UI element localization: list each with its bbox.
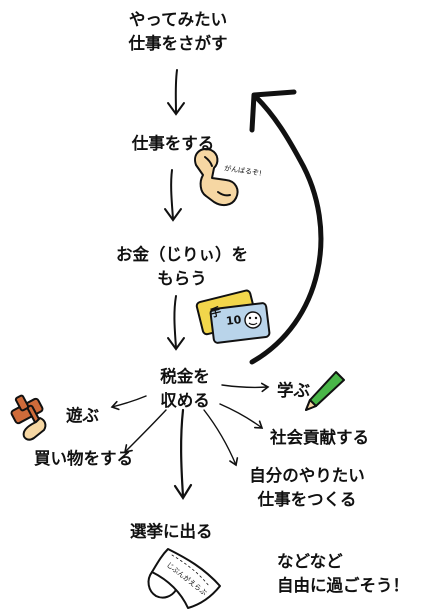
node-shopping: 買い物をする — [34, 449, 133, 468]
arrow-to-election — [173, 408, 193, 501]
gavel-icon — [10, 394, 47, 441]
arrow-find-to-work — [174, 69, 178, 114]
node-tax: 税金を 収める — [160, 365, 210, 413]
money-bills-icon — [195, 289, 271, 344]
node-own-job-line1: 自分のやりたい — [249, 466, 365, 485]
scroll-icon — [147, 548, 221, 609]
node-social: 社会貢献する — [270, 428, 369, 447]
node-play: 遊ぶ — [66, 406, 99, 425]
node-own-job-line2: 仕事をつくる — [257, 490, 357, 509]
arrow-earn-to-tax-head — [167, 337, 185, 351]
node-free: などなど 自由に過ごそう！ — [277, 550, 409, 598]
node-earn-line2: もらう — [157, 269, 207, 288]
node-learn: 学ぶ — [277, 381, 310, 400]
pencil-icon — [305, 371, 345, 411]
arrow-work-to-earn-head — [164, 208, 182, 222]
node-tax-line1: 税金を — [160, 367, 210, 386]
node-earn-line1: お金（じりぃ）を — [116, 245, 248, 264]
bill-right-text: 10 — [225, 313, 243, 328]
arrow-to-shopping — [123, 409, 167, 454]
arrow-earn-to-tax — [173, 295, 177, 349]
node-election: 選挙に出る — [130, 522, 213, 541]
arrow-to-social — [219, 403, 264, 429]
node-find-job: やってみたい 仕事をさがす — [129, 8, 228, 56]
arrow-to-own-job — [203, 409, 239, 467]
branch-arrows — [110, 382, 270, 467]
node-find-job-line1: やってみたい — [128, 10, 228, 29]
flow-arrows — [164, 69, 185, 351]
return-arrow — [249, 89, 324, 365]
node-find-job-line2: 仕事をさがす — [128, 34, 228, 53]
node-work: 仕事をする — [131, 134, 215, 153]
arrow-to-play — [110, 395, 147, 411]
arrow-find-to-work-head — [167, 102, 185, 116]
node-free-line2: 自由に過ごそう！ — [277, 576, 409, 595]
node-own-job: 自分のやりたい 仕事をつくる — [249, 464, 365, 512]
node-tax-line2: 収める — [160, 391, 210, 410]
flex-arm-icon — [194, 148, 239, 207]
node-free-line1: などなど — [277, 552, 343, 571]
arrow-work-to-earn — [170, 169, 174, 220]
node-earn: お金（じりぃ）を もらう — [116, 243, 248, 291]
arrow-to-learn — [221, 382, 270, 393]
